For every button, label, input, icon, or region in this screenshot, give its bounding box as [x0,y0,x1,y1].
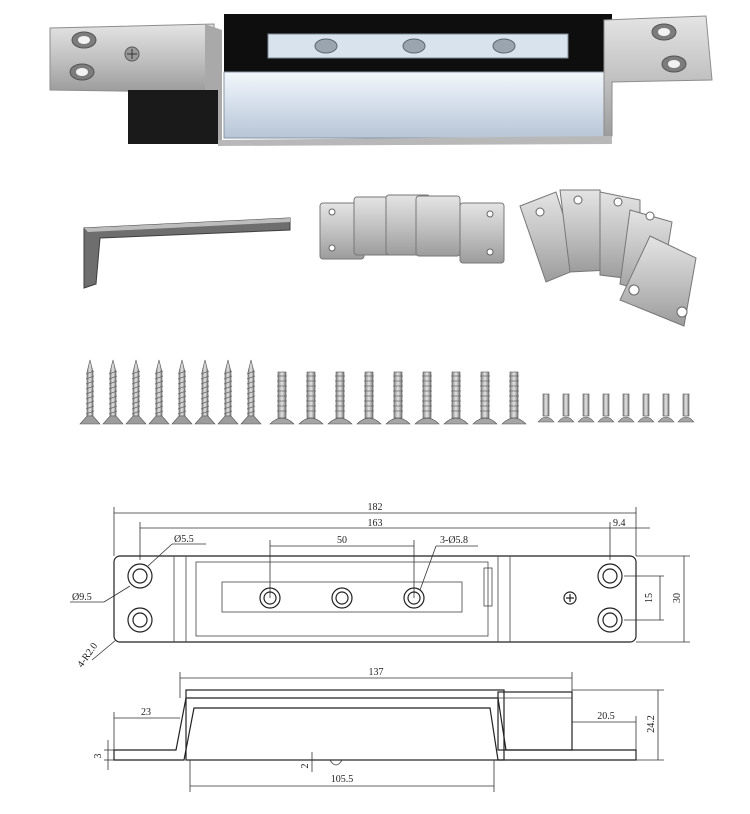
magnetic-lock-photo [49,14,713,146]
screw-set [79,359,695,425]
dim-height: 24.2 [646,715,657,733]
machine-screw [414,371,440,425]
top-view-drawing [70,507,690,661]
machine-screw [269,371,295,425]
dim-hole-pitch: 15 [644,593,655,603]
short-screw [657,393,675,423]
short-screw [577,393,595,423]
machine-screw [298,371,324,425]
machine-screw [443,371,469,425]
dim-center-spacing: 50 [337,535,347,546]
short-screw [617,393,635,423]
dim-overall-length: 182 [368,502,383,513]
dim-flange-left: 23 [141,707,151,718]
dim-base-length: 105.5 [331,774,354,785]
side-view-drawing [104,672,664,792]
wood-screw [194,359,216,425]
short-screw [637,393,655,423]
dim-body-length: 137 [369,667,384,678]
fan-plates [519,189,697,327]
wood-screw [79,359,101,425]
wood-screw [102,359,124,425]
dim-thickness: 3 [93,754,104,759]
dim-mount-hole: Ø5.5 [174,534,194,545]
machine-screw [385,371,411,425]
dim-corner-radius: 4-R2.0 [75,641,100,670]
dim-small-gap: 2 [300,764,311,769]
wood-screw [148,359,170,425]
dim-edge-offset: 9.4 [613,518,626,529]
short-screw [597,393,615,423]
hex-key [83,217,291,289]
wood-screw [125,359,147,425]
short-screw [537,393,555,423]
dim-flange-right: 20.5 [597,711,615,722]
spacer-plates [319,194,505,264]
wood-screw [171,359,193,425]
dim-center-holes: 3-Ø5.8 [440,535,468,546]
machine-screw [327,371,353,425]
short-screw [677,393,695,423]
machine-screw [501,371,527,425]
machine-screw [472,371,498,425]
wood-screw [217,359,239,425]
machine-screw [356,371,382,425]
dim-hole-spacing: 163 [368,518,383,529]
short-screw [557,393,575,423]
dim-counterbore: Ø9.5 [72,592,92,603]
wood-screw [240,359,262,425]
dim-width: 30 [672,593,683,603]
